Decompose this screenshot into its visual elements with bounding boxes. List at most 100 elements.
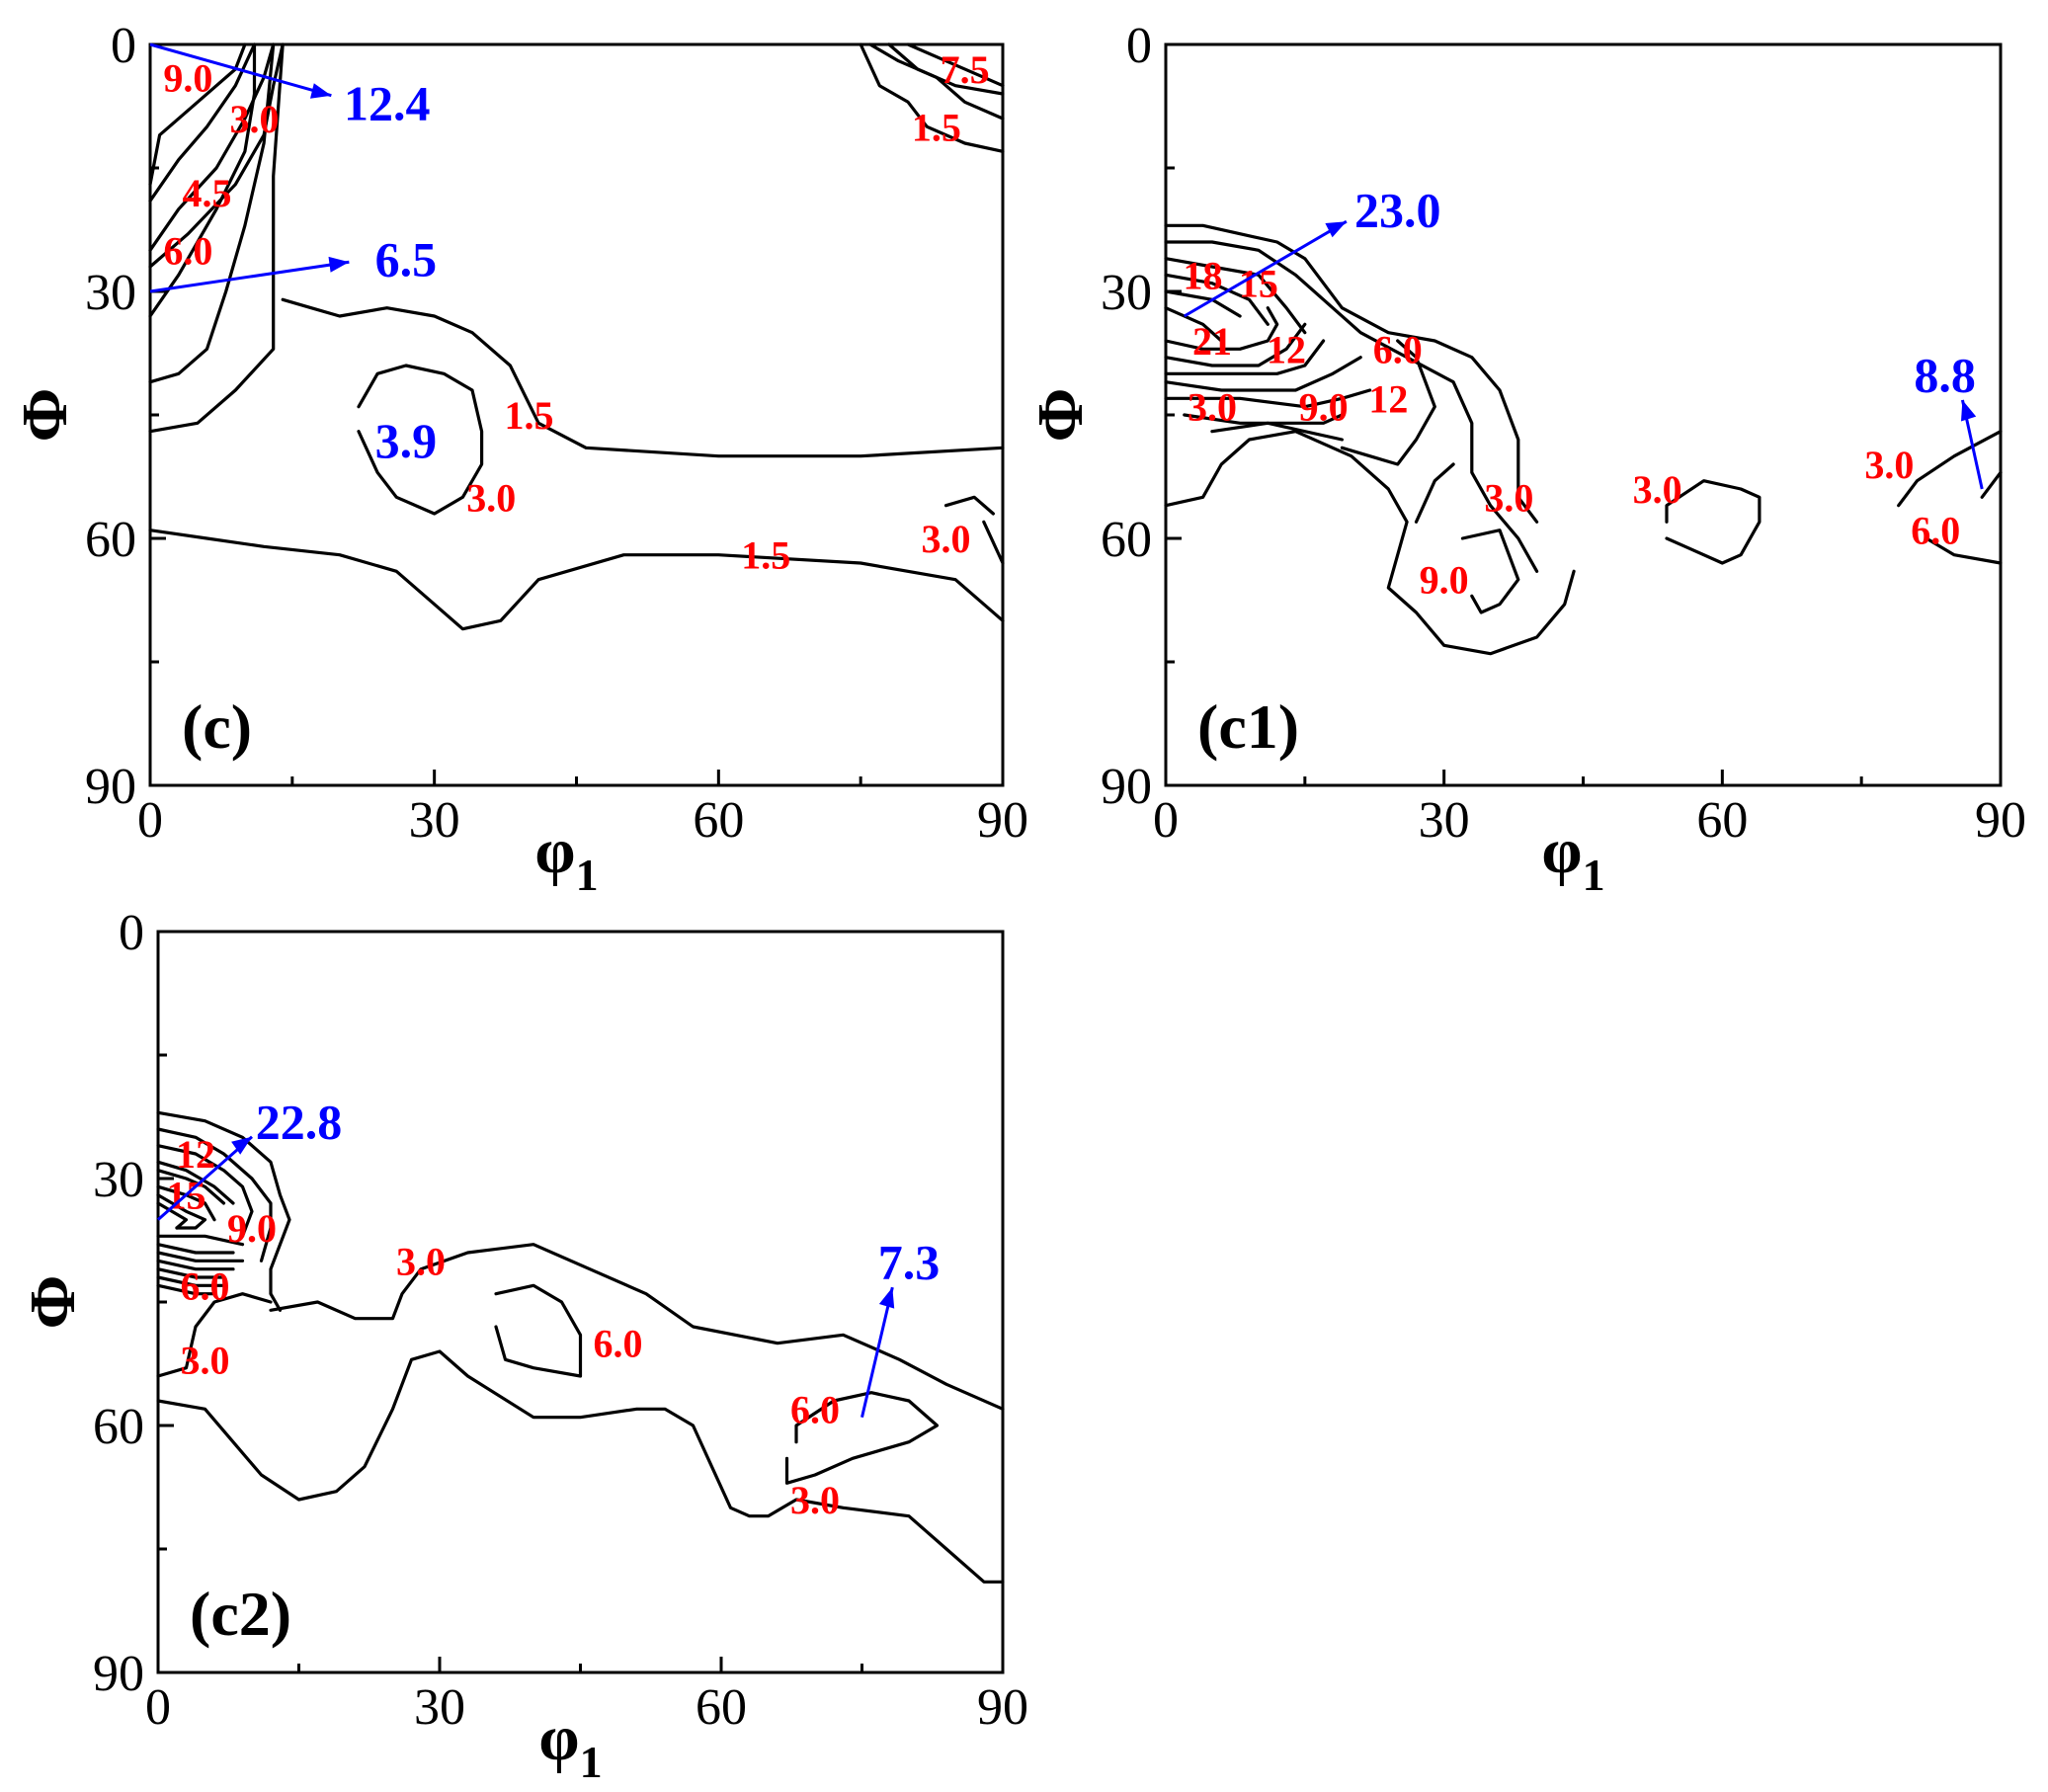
contour-line <box>156 1349 1005 1584</box>
contour-line <box>1164 356 1362 392</box>
plot-frame <box>156 930 1005 1674</box>
x-tick-label: 0 <box>137 792 163 849</box>
x-tick-label: 0 <box>1153 792 1179 849</box>
x-tick-label: 0 <box>145 1679 171 1736</box>
contour-line <box>1183 413 1344 425</box>
contour-level-label: 6.0 <box>181 1263 230 1308</box>
peak-arrowhead <box>1961 400 1977 422</box>
peak-value-label: 6.5 <box>375 232 438 287</box>
contour-line <box>1210 421 1344 442</box>
x-tick-label: 30 <box>414 1679 465 1736</box>
contour-level-label: 6.0 <box>1373 327 1423 371</box>
contour-line <box>1340 339 1436 466</box>
y-tick-label: 60 <box>85 512 136 568</box>
contour-line <box>156 1201 189 1230</box>
peak-arrow <box>149 42 332 98</box>
y-tick-label: 90 <box>93 1646 144 1702</box>
contour-line <box>1980 470 2003 499</box>
contour-line <box>156 1184 216 1222</box>
contour-level-label: 9.0 <box>1299 385 1349 430</box>
contour-line <box>148 42 257 318</box>
contour-line <box>784 1391 940 1485</box>
contour-line <box>156 1292 273 1378</box>
contour-line <box>1164 240 1539 573</box>
contour-line <box>1164 388 1372 409</box>
contour-line <box>156 1193 207 1230</box>
contour-level-label: 6.0 <box>163 228 212 273</box>
contour-level-label: 3.0 <box>921 517 970 561</box>
contour-level-label: 9.0 <box>163 55 212 100</box>
contour-line <box>943 495 995 516</box>
contour-level-label: 3.0 <box>1633 467 1682 512</box>
contour-line <box>1164 257 1307 335</box>
peak-value-label: 7.3 <box>878 1234 941 1289</box>
plot-frame <box>148 42 1005 787</box>
contour-line <box>269 1243 1005 1411</box>
y-tick-label: 30 <box>85 265 136 321</box>
contour-level-label: 3.0 <box>181 1338 230 1382</box>
contour-level-label: 12 <box>1267 327 1306 371</box>
contour-line <box>156 1160 235 1205</box>
contour-line <box>1164 339 1326 375</box>
contour-level-label: 6.0 <box>1911 509 1960 553</box>
contour-level-label: 12 <box>176 1132 215 1177</box>
contour-line <box>148 42 257 203</box>
contour-line <box>156 1144 254 1238</box>
contour-level-label: 3.0 <box>396 1239 446 1283</box>
peak-arrow <box>860 1286 894 1419</box>
contour-line <box>1460 529 1520 614</box>
peak-arrowhead <box>878 1287 895 1309</box>
contour-line <box>148 42 247 187</box>
contour-line <box>148 529 1005 631</box>
peak-value-label: 3.9 <box>375 413 438 468</box>
contour-level-label: 6.0 <box>790 1387 840 1431</box>
contour-line <box>156 1275 226 1287</box>
peak-arrowhead <box>1325 221 1347 238</box>
contour-line <box>1164 306 1279 351</box>
x-axis-label: φ1 <box>534 815 598 900</box>
x-tick-label: 60 <box>696 1679 747 1736</box>
y-tick-label: 90 <box>85 759 136 815</box>
contour-level-label: 12 <box>1368 376 1408 421</box>
contour-level-label: 3.0 <box>466 475 516 520</box>
peak-arrow <box>157 1135 254 1221</box>
peak-value-label: 23.0 <box>1354 183 1441 238</box>
contour-level-label: 6.0 <box>594 1322 643 1366</box>
contour-line <box>281 297 1005 458</box>
peak-arrowhead <box>310 83 332 99</box>
contour-level-label: 9.0 <box>227 1206 277 1251</box>
contour-line <box>887 42 1005 96</box>
contour-level-label: 3.0 <box>1188 385 1237 430</box>
x-tick-label: 90 <box>1975 792 2026 849</box>
contour-line <box>148 42 276 384</box>
contour-line <box>1925 536 2003 565</box>
y-tick-label: 90 <box>1101 759 1152 815</box>
x-axis-label: φ1 <box>1541 815 1604 900</box>
y-tick-label: 30 <box>93 1152 144 1208</box>
peak-value-label: 12.4 <box>344 75 431 130</box>
contour-level-label: 1.5 <box>912 105 961 149</box>
contour-level-label: 21 <box>1192 319 1232 364</box>
y-tick-label: 0 <box>111 18 136 74</box>
contour-line <box>156 1169 226 1205</box>
x-tick-label: 90 <box>977 1679 1028 1736</box>
contour-line <box>1414 462 1455 524</box>
contour-level-label: 15 <box>1239 262 1278 306</box>
contour-line <box>156 1267 226 1279</box>
peak-value-label: 22.8 <box>256 1095 343 1150</box>
peak-arrowhead <box>328 256 350 273</box>
contour-level-label: 1.5 <box>505 393 554 438</box>
contour-line <box>156 1283 216 1296</box>
y-tick-label: 60 <box>93 1399 144 1455</box>
contour-line <box>1164 430 1576 656</box>
x-axis-label: φ1 <box>538 1702 602 1787</box>
contour-line <box>156 1243 235 1255</box>
panel-label: (c2) <box>190 1579 291 1649</box>
contour-line <box>1164 223 1539 524</box>
peak-arrow <box>149 260 350 293</box>
contour-level-label: 3.0 <box>229 97 279 141</box>
contour-line <box>1164 322 1307 367</box>
